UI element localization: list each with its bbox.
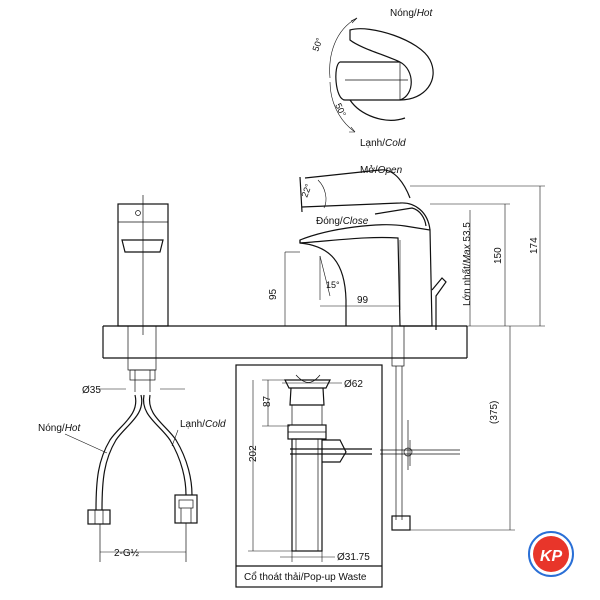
angle-lower-label: 50° — [333, 102, 348, 119]
logo-text: KP — [540, 548, 563, 565]
logo-disc — [533, 536, 569, 572]
dim-99-label: 99 — [357, 295, 369, 306]
cold-label-top: Lạnh/Cold — [360, 138, 406, 149]
hot-label-front: Nóng/Hot — [38, 423, 81, 434]
dia-35-label: Ø35 — [82, 385, 101, 396]
angle-spout-label: 15° — [326, 280, 340, 290]
cold-label-front: Lạnh/Cold — [180, 419, 226, 430]
dia-62-label: Ø62 — [344, 379, 363, 390]
angle-upper-label: 50° — [310, 36, 324, 53]
dim-375-label: (375) — [489, 401, 500, 424]
dim-87-label: 87 — [262, 395, 273, 407]
max-label: Lớn nhất/Max 53.5 — [461, 222, 473, 306]
dim-95-label: 95 — [268, 288, 279, 300]
side-view: 22° 15° Mở/Open Đóng/Close 95 99 Lớn nhấ… — [268, 164, 545, 531]
hot-label-top: Nóng/Hot — [390, 8, 433, 19]
top-view: 50° 50° Nóng/Hot Lạnh/Cold — [310, 8, 434, 149]
waste-frame — [235, 364, 383, 588]
pop-up-waste: Cổ thoát thải/Pop-up Waste 87 202 Ø62 Ø3… — [235, 364, 383, 588]
front-view: Ø35 2-G½ Nóng/Hot Lạnh/Cold — [38, 195, 226, 562]
dia-3175-label: Ø31.75 — [337, 552, 370, 563]
dim-202-label: 202 — [248, 445, 259, 462]
open-label: Mở/Open — [360, 164, 403, 176]
waste-caption: Cổ thoát thải/Pop-up Waste — [244, 571, 367, 583]
brand-logo: KP — [528, 531, 574, 577]
angle-lever-label: 22° — [299, 182, 313, 199]
dim-150-label: 150 — [493, 247, 504, 264]
dim-174-label: 174 — [529, 237, 540, 254]
close-label: Đóng/Close — [316, 216, 369, 227]
thread-label: 2-G½ — [114, 548, 140, 559]
